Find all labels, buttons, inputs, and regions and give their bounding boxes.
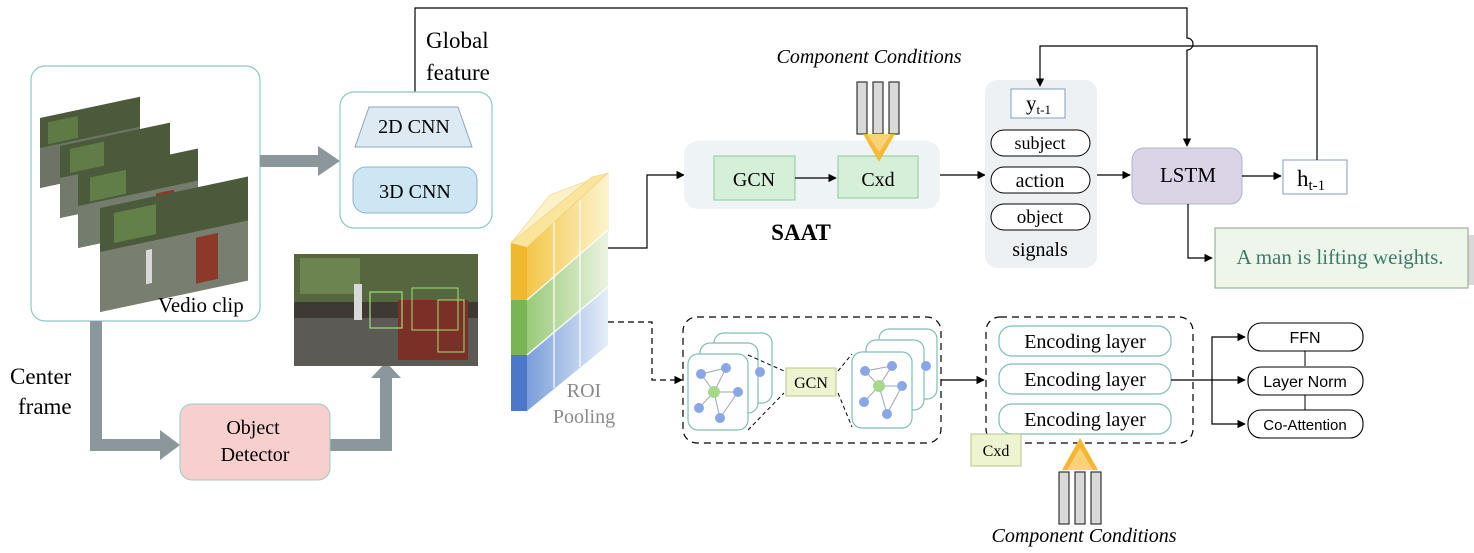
component-conditions-bottom-bars [1058, 471, 1102, 525]
object-detector-label-1: Object [226, 417, 280, 439]
h-prev-label: ht-1 [1297, 166, 1325, 194]
encoding-module: Encoding layer Encoding layer Encoding l… [985, 316, 1194, 444]
saat-label: SAAT [771, 220, 831, 245]
layer-norm-label: Layer Norm [1263, 374, 1347, 391]
saat-module: GCN Cxd [684, 141, 940, 209]
component-conditions-top-label: Component Conditions [776, 46, 961, 68]
signal-action: action [1016, 170, 1065, 192]
global-feature-label-1: Global [426, 28, 489, 53]
cube-to-gcn-arrow [608, 321, 683, 385]
layer-norm-box: Layer Norm [1247, 366, 1364, 396]
feedback-loop [1035, 45, 1318, 160]
video-frame-stack [40, 96, 248, 312]
signals-panel: yt-1 subject action object signals [985, 80, 1097, 268]
gcn-projection-line [747, 392, 785, 431]
cnn-2d-label: 2D CNN [378, 116, 450, 138]
encoding-layer-1: Encoding layer [1024, 331, 1146, 353]
center-frame-label-1: Center [10, 364, 72, 389]
co-attention-box: Co-Attention [1247, 409, 1364, 439]
roi-pooling-label-1: ROI [567, 380, 601, 402]
graph-stack-right [851, 328, 938, 429]
graph-stack-left [687, 332, 773, 431]
signals-caption: signals [1012, 239, 1068, 261]
lstm-label: LSTM [1160, 163, 1216, 187]
saat-cxd-label: Cxd [861, 169, 894, 191]
gcn-projection-line [837, 353, 853, 372]
roi-feature-cube [510, 172, 609, 411]
cxd-bottom-box [970, 433, 1022, 467]
video-clip-label: Vedio clip [158, 293, 244, 317]
roi-pooling-label-2: Pooling [553, 406, 615, 428]
encoding-layer-3: Encoding layer [1024, 409, 1146, 431]
output-sentence-box: A man is lifting weights. [1214, 227, 1474, 289]
cube-to-saat-arrow [608, 170, 685, 249]
detection-frame-image [294, 254, 478, 366]
cnn-3d-label: 3D CNN [379, 181, 451, 203]
center-frame-label-2: frame [18, 394, 72, 419]
object-detector-box: Object Detector [179, 403, 331, 481]
lstm-to-output-arrow [1187, 204, 1213, 263]
component-conditions-bottom-label: Component Conditions [991, 525, 1176, 547]
component-conditions-top-bars [856, 81, 900, 135]
global-feature-connector [414, 7, 1194, 147]
gray-arrow-to-cnn [260, 146, 340, 176]
signal-object: object [1017, 207, 1064, 228]
gray-arrow-center-frame [90, 321, 180, 460]
gcn-projection-line [837, 392, 853, 428]
signal-subject: subject [1015, 133, 1066, 153]
condition-arrow-bottom-inner [1067, 448, 1093, 470]
global-feature-label-2: feature [426, 60, 490, 85]
y-prev-label: yt-1 [1026, 91, 1051, 117]
saat-gcn-label: GCN [733, 169, 775, 191]
gcn-bottom-label: GCN [794, 375, 828, 392]
gray-arrow-to-detection [330, 362, 401, 451]
video-clip-panel: Vedio clip [30, 65, 261, 322]
cnn-panel: 2D CNN 3D CNN [339, 91, 493, 229]
gcn-module: GCN [682, 316, 942, 444]
output-sentence: A man is lifting weights. [1236, 245, 1443, 269]
ffn-box: FFN [1247, 322, 1364, 352]
branch-to-ffn [1211, 332, 1246, 380]
ffn-label: FFN [1289, 330, 1320, 347]
encoding-layer-2: Encoding layer [1024, 369, 1146, 391]
condition-arrow-top-inner [867, 134, 891, 152]
co-attention-label: Co-Attention [1263, 417, 1346, 434]
h-prev-box: ht-1 [1282, 159, 1348, 195]
cxd-bottom-label: Cxd [983, 443, 1010, 460]
object-detector-label-2: Detector [221, 444, 290, 466]
branch-to-coattention [1211, 380, 1246, 429]
lstm-box: LSTM [1131, 147, 1243, 205]
